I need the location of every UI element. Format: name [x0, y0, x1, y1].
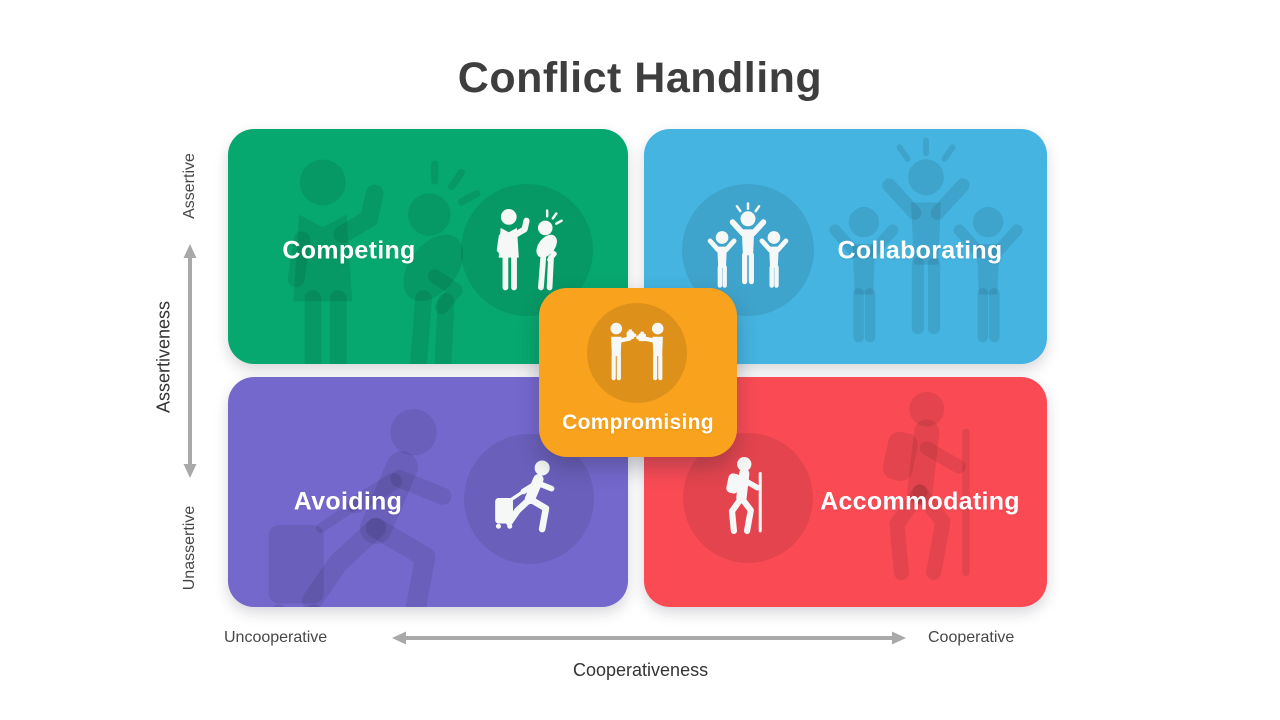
hiker-icon: [701, 451, 795, 545]
competing-label: Competing: [282, 236, 416, 265]
quadrant-competing: Competing: [228, 129, 628, 364]
axis-title-cooperativeness: Cooperativeness: [573, 660, 709, 680]
compromising-label: Compromising: [562, 411, 714, 434]
axis-title-assertiveness: Assertiveness: [153, 300, 174, 414]
axis-label-cooperative: Cooperative: [928, 629, 1015, 646]
center-card-compromising: Compromising: [539, 288, 737, 457]
puzzle-exchange-icon: [600, 316, 674, 390]
cooperativeness-axis-arrow: [392, 631, 906, 645]
axis-label-uncooperative: Uncooperative: [224, 629, 328, 646]
axis-label-assertive: Assertive: [181, 153, 198, 219]
page-title: Conflict Handling: [457, 54, 823, 102]
collaborating-label: Collaborating: [837, 236, 1003, 265]
axis-label-unassertive: Unassertive: [181, 505, 198, 591]
running-with-suitcase-icon: [482, 452, 576, 546]
compromising-icon-circle: [587, 303, 687, 403]
celebrating-team-icon: [700, 202, 796, 298]
accommodating-label: Accommodating: [820, 487, 1020, 516]
avoiding-label: Avoiding: [293, 487, 403, 516]
scolding-people-icon: [479, 202, 575, 298]
assertiveness-axis-arrow: [183, 244, 197, 478]
